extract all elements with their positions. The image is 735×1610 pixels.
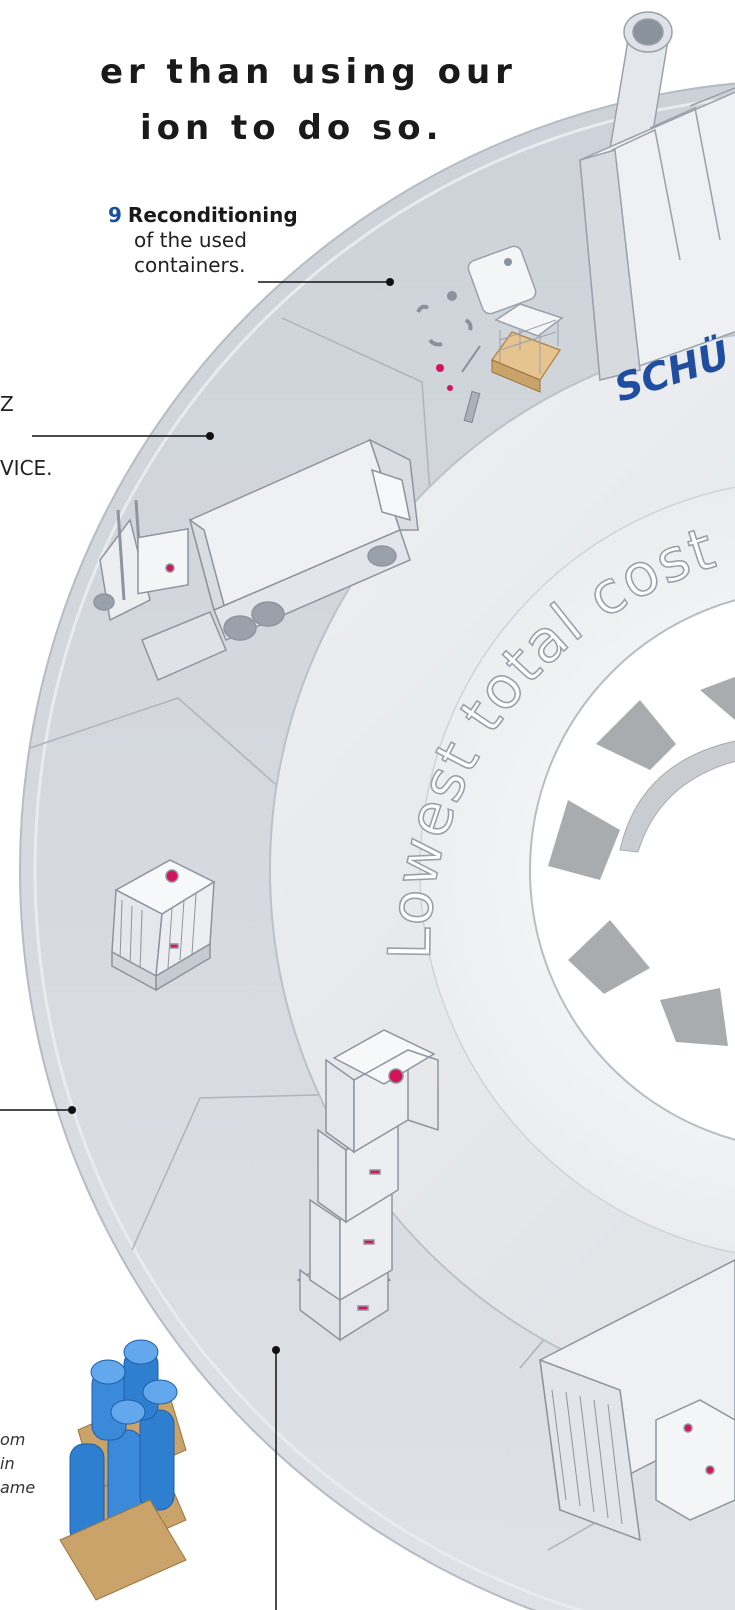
cycle-arrows [548, 676, 735, 1046]
ibc-wood-pallet [490, 303, 564, 393]
parts-illustration [416, 245, 537, 424]
drum-stack [59, 1339, 187, 1601]
callout-italic-line: in [0, 1454, 15, 1473]
truck-illustration [93, 438, 419, 681]
callout-fragment-bottom: VICE. [0, 456, 53, 480]
factory-illustration [579, 11, 735, 382]
ibc-single [111, 859, 216, 992]
leader-lines [0, 281, 388, 1610]
headline-line-2: ion to do so. [140, 108, 444, 148]
callout-fragment-top: Z [0, 392, 14, 416]
callout-italic-line: om [0, 1430, 26, 1449]
outer-ring-rim [33, 97, 735, 1610]
callout-italic-line: ame [0, 1478, 36, 1497]
callout-line: containers. [134, 253, 246, 277]
callout-italic: om in ame [0, 1428, 35, 1500]
headline-line-1: er than using our [100, 52, 517, 92]
step-number: 9 [108, 203, 122, 227]
ibc-stack [296, 1029, 439, 1342]
shipping-container [539, 1259, 735, 1542]
step-title: Reconditioning [127, 203, 298, 227]
leader-dots [68, 278, 394, 1354]
callout-line: of the used [134, 228, 247, 252]
cycle-ribbon [619, 740, 735, 853]
